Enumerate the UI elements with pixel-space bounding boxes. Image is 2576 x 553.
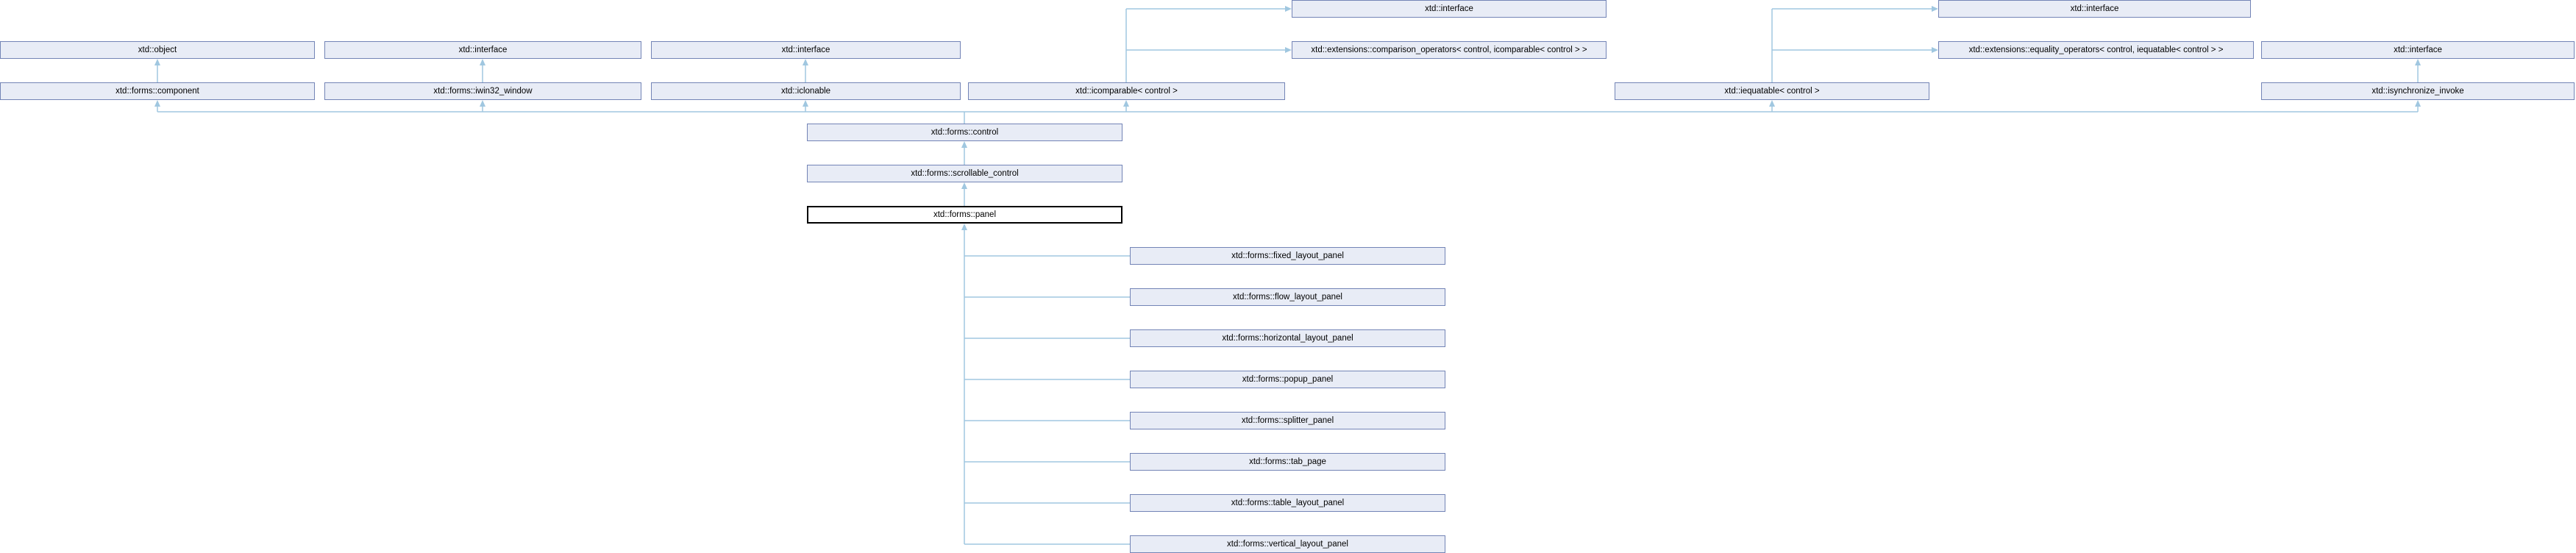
node-comparison-operators[interactable]: xtd::extensions::comparison_operators< c… bbox=[1292, 41, 1607, 59]
node-forms-iwin32-window[interactable]: xtd::forms::iwin32_window bbox=[324, 82, 641, 100]
node-xtd-isynchronize-invoke[interactable]: xtd::isynchronize_invoke bbox=[2261, 82, 2575, 100]
edge-arrowhead bbox=[803, 59, 808, 65]
node-popup-panel[interactable]: xtd::forms::popup_panel bbox=[1130, 371, 1445, 388]
edge-arrowhead bbox=[1285, 6, 1292, 12]
edge-arrowhead bbox=[961, 141, 967, 148]
node-flow-layout-panel[interactable]: xtd::forms::flow_layout_panel bbox=[1130, 288, 1445, 306]
node-forms-panel-current: xtd::forms::panel bbox=[807, 206, 1122, 224]
edge-arrowhead bbox=[154, 59, 160, 65]
node-fixed-layout-panel[interactable]: xtd::forms::fixed_layout_panel bbox=[1130, 247, 1445, 265]
node-tab-page[interactable]: xtd::forms::tab_page bbox=[1130, 453, 1445, 471]
edge-arrowhead bbox=[1932, 47, 1938, 53]
node-xtd-iclonable[interactable]: xtd::iclonable bbox=[651, 82, 961, 100]
edge-arrowhead bbox=[1769, 100, 1775, 107]
node-xtd-interface-top-1[interactable]: xtd::interface bbox=[1292, 0, 1607, 18]
node-vertical-layout-panel[interactable]: xtd::forms::vertical_layout_panel bbox=[1130, 535, 1445, 553]
edge-arrowhead bbox=[961, 182, 967, 189]
edge-arrowhead bbox=[961, 224, 967, 230]
node-xtd-interface-top-2[interactable]: xtd::interface bbox=[1938, 0, 2251, 18]
node-equality-operators[interactable]: xtd::extensions::equality_operators< con… bbox=[1938, 41, 2254, 59]
node-xtd-icomparable[interactable]: xtd::icomparable< control > bbox=[968, 82, 1285, 100]
edge-arrowhead bbox=[2415, 100, 2421, 107]
edge-arrowhead bbox=[1932, 6, 1938, 12]
node-xtd-interface-2[interactable]: xtd::interface bbox=[651, 41, 961, 59]
node-forms-control[interactable]: xtd::forms::control bbox=[807, 124, 1122, 141]
node-splitter-panel[interactable]: xtd::forms::splitter_panel bbox=[1130, 412, 1445, 429]
edge-arrowhead bbox=[480, 59, 485, 65]
edge-arrowhead bbox=[803, 100, 808, 107]
edge-arrowhead bbox=[154, 100, 160, 107]
node-forms-scrollable-control[interactable]: xtd::forms::scrollable_control bbox=[807, 165, 1122, 182]
edge-arrowhead bbox=[480, 100, 485, 107]
edge-arrowhead bbox=[2415, 59, 2421, 65]
node-xtd-iequatable[interactable]: xtd::iequatable< control > bbox=[1615, 82, 1929, 100]
edge-arrowhead bbox=[1123, 100, 1129, 107]
node-forms-component[interactable]: xtd::forms::component bbox=[0, 82, 315, 100]
node-xtd-interface-3[interactable]: xtd::interface bbox=[2261, 41, 2575, 59]
edge-arrowhead bbox=[1285, 47, 1292, 53]
node-xtd-object[interactable]: xtd::object bbox=[0, 41, 315, 59]
node-xtd-interface-1[interactable]: xtd::interface bbox=[324, 41, 641, 59]
node-table-layout-panel[interactable]: xtd::forms::table_layout_panel bbox=[1130, 494, 1445, 512]
node-horizontal-layout-panel[interactable]: xtd::forms::horizontal_layout_panel bbox=[1130, 329, 1445, 347]
